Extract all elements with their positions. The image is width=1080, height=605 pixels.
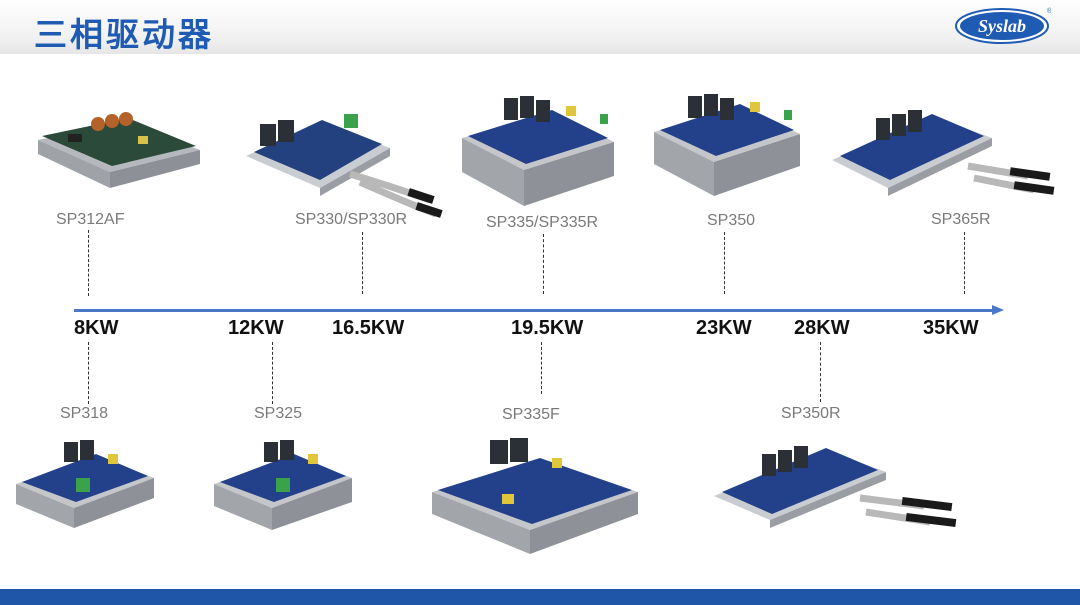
model-label-sp350r: SP350R	[781, 405, 841, 422]
model-label-sp312af: SP312AF	[56, 211, 125, 228]
connector-line	[272, 342, 273, 404]
model-label-sp335f: SP335F	[502, 406, 560, 423]
board-image-sp350r	[714, 446, 957, 528]
model-label-sp318: SP318	[60, 405, 109, 422]
power-label-23kw: 23KW	[696, 317, 752, 339]
power-label-8kw: 8KW	[74, 317, 119, 339]
board-image-sp330	[246, 114, 443, 218]
board-image-sp350	[654, 94, 800, 196]
connector-line	[88, 230, 89, 296]
connector-line	[724, 232, 725, 294]
model-label-sp330: SP330/SP330R	[295, 211, 408, 228]
syslab-logo-icon: Syslab ®	[955, 7, 1051, 44]
logo-text: Syslab	[978, 16, 1026, 36]
registered-mark: ®	[1047, 7, 1051, 15]
power-timeline	[74, 309, 994, 312]
board-image-sp335f	[432, 438, 638, 554]
model-label-sp350: SP350	[707, 212, 756, 229]
model-label-sp325: SP325	[254, 405, 303, 422]
board-image-sp325	[214, 440, 352, 530]
connector-line	[543, 234, 544, 294]
board-image-sp335	[462, 96, 614, 206]
board-image-sp312af	[38, 112, 200, 188]
connector-line	[362, 232, 363, 294]
model-label-sp335: SP335/SP335R	[486, 214, 599, 231]
connector-line	[964, 232, 965, 294]
connector-line	[541, 342, 542, 394]
connector-line	[820, 342, 821, 402]
footer-bar	[0, 589, 1080, 605]
board-image-sp365r	[832, 110, 1055, 196]
header-bar: 三相驱动器 Syslab ®	[0, 0, 1080, 54]
page-title: 三相驱动器	[34, 15, 214, 54]
power-label-19-5kw: 19.5KW	[511, 317, 584, 339]
power-label-16-5kw: 16.5KW	[332, 317, 405, 339]
power-label-28kw: 28KW	[794, 317, 850, 339]
power-label-35kw: 35KW	[923, 317, 979, 339]
model-label-sp365r: SP365R	[931, 211, 991, 228]
board-image-sp318	[16, 440, 154, 528]
power-label-12kw: 12KW	[228, 317, 284, 339]
arrow-right-icon	[992, 305, 1004, 315]
connector-line	[88, 342, 89, 404]
